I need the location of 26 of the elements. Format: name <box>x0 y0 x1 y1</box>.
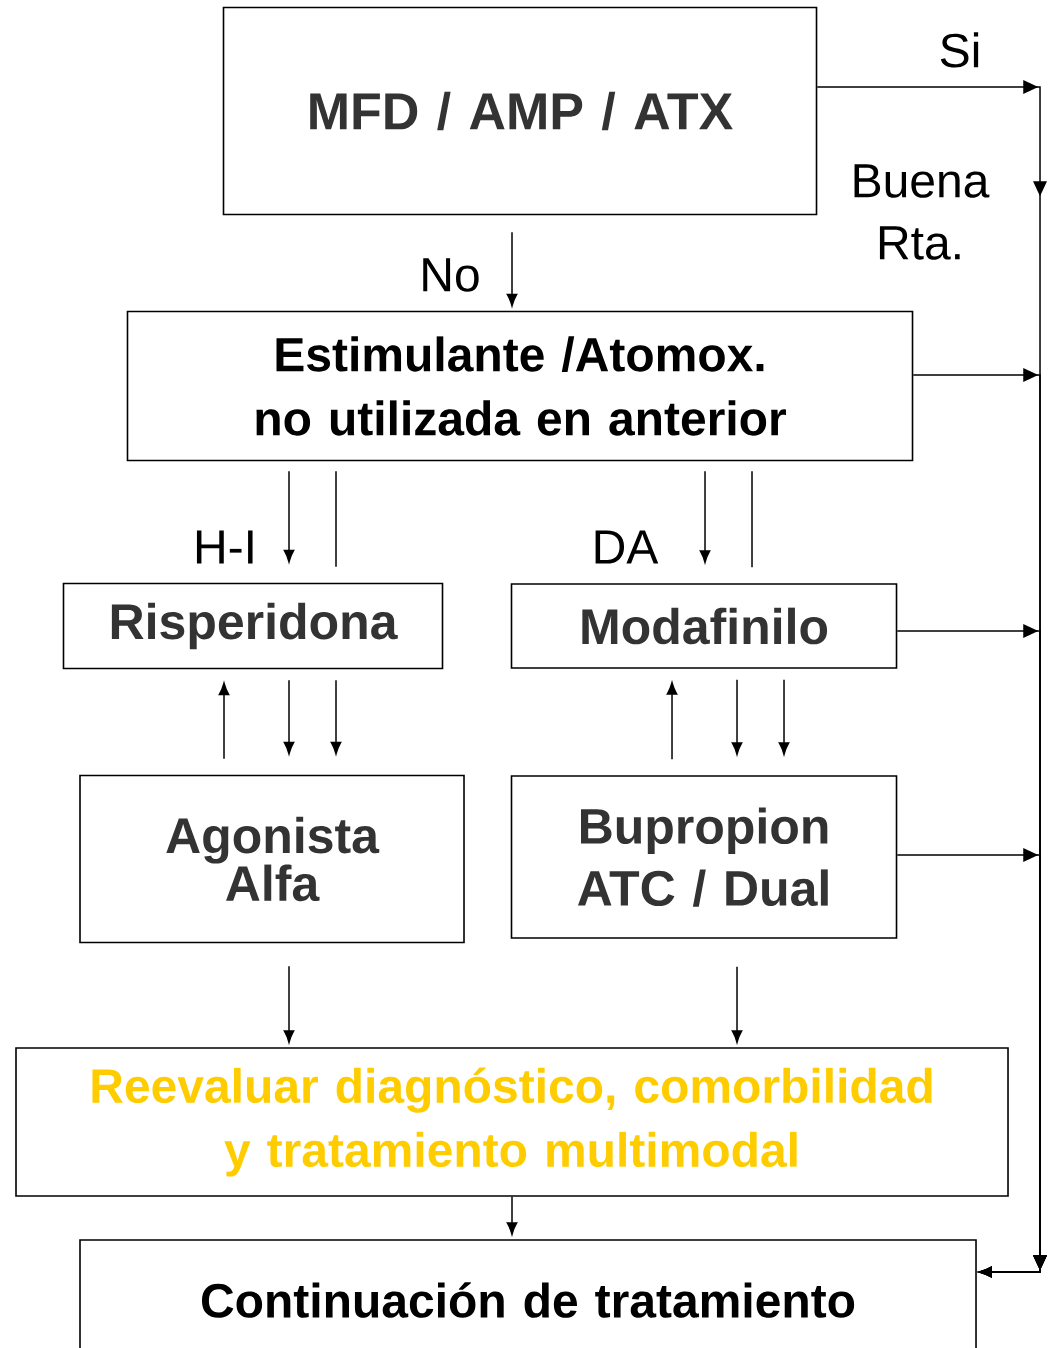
process-box: MFD / AMP / ATX <box>222 6 818 216</box>
process-box: Risperidona <box>62 582 444 670</box>
edge-label: DA <box>589 528 661 566</box>
arrow <box>283 470 295 563</box>
edge-label: Si <box>936 30 984 70</box>
edge-label: No <box>417 256 483 294</box>
arrow <box>896 848 1047 1278</box>
process-box: Bupropion ATC / Dual <box>510 775 898 939</box>
edge-label: H-I <box>191 528 259 566</box>
side-label: Buena Rta. <box>854 164 990 260</box>
arrow <box>731 966 743 1044</box>
arrow <box>218 682 230 760</box>
process-box: Continuación de tratamiento <box>79 1239 977 1348</box>
arrow <box>506 1196 518 1236</box>
arrow <box>506 231 518 307</box>
process-box: Modafinilo <box>510 583 898 669</box>
arrow <box>778 679 790 756</box>
arrow <box>699 470 711 564</box>
arrow <box>666 681 678 760</box>
arrow <box>283 679 295 755</box>
arrow <box>330 679 342 755</box>
process-box: Estimulante /Atomox. no utilizada en anterior <box>126 310 914 462</box>
process-box: Agonista Alfa <box>79 774 465 944</box>
note-box: Reevaluar diagnóstico, comorbilidad y tratamiento multimodal <box>15 1047 1009 1197</box>
arrow <box>283 965 295 1044</box>
arrow <box>731 679 743 756</box>
